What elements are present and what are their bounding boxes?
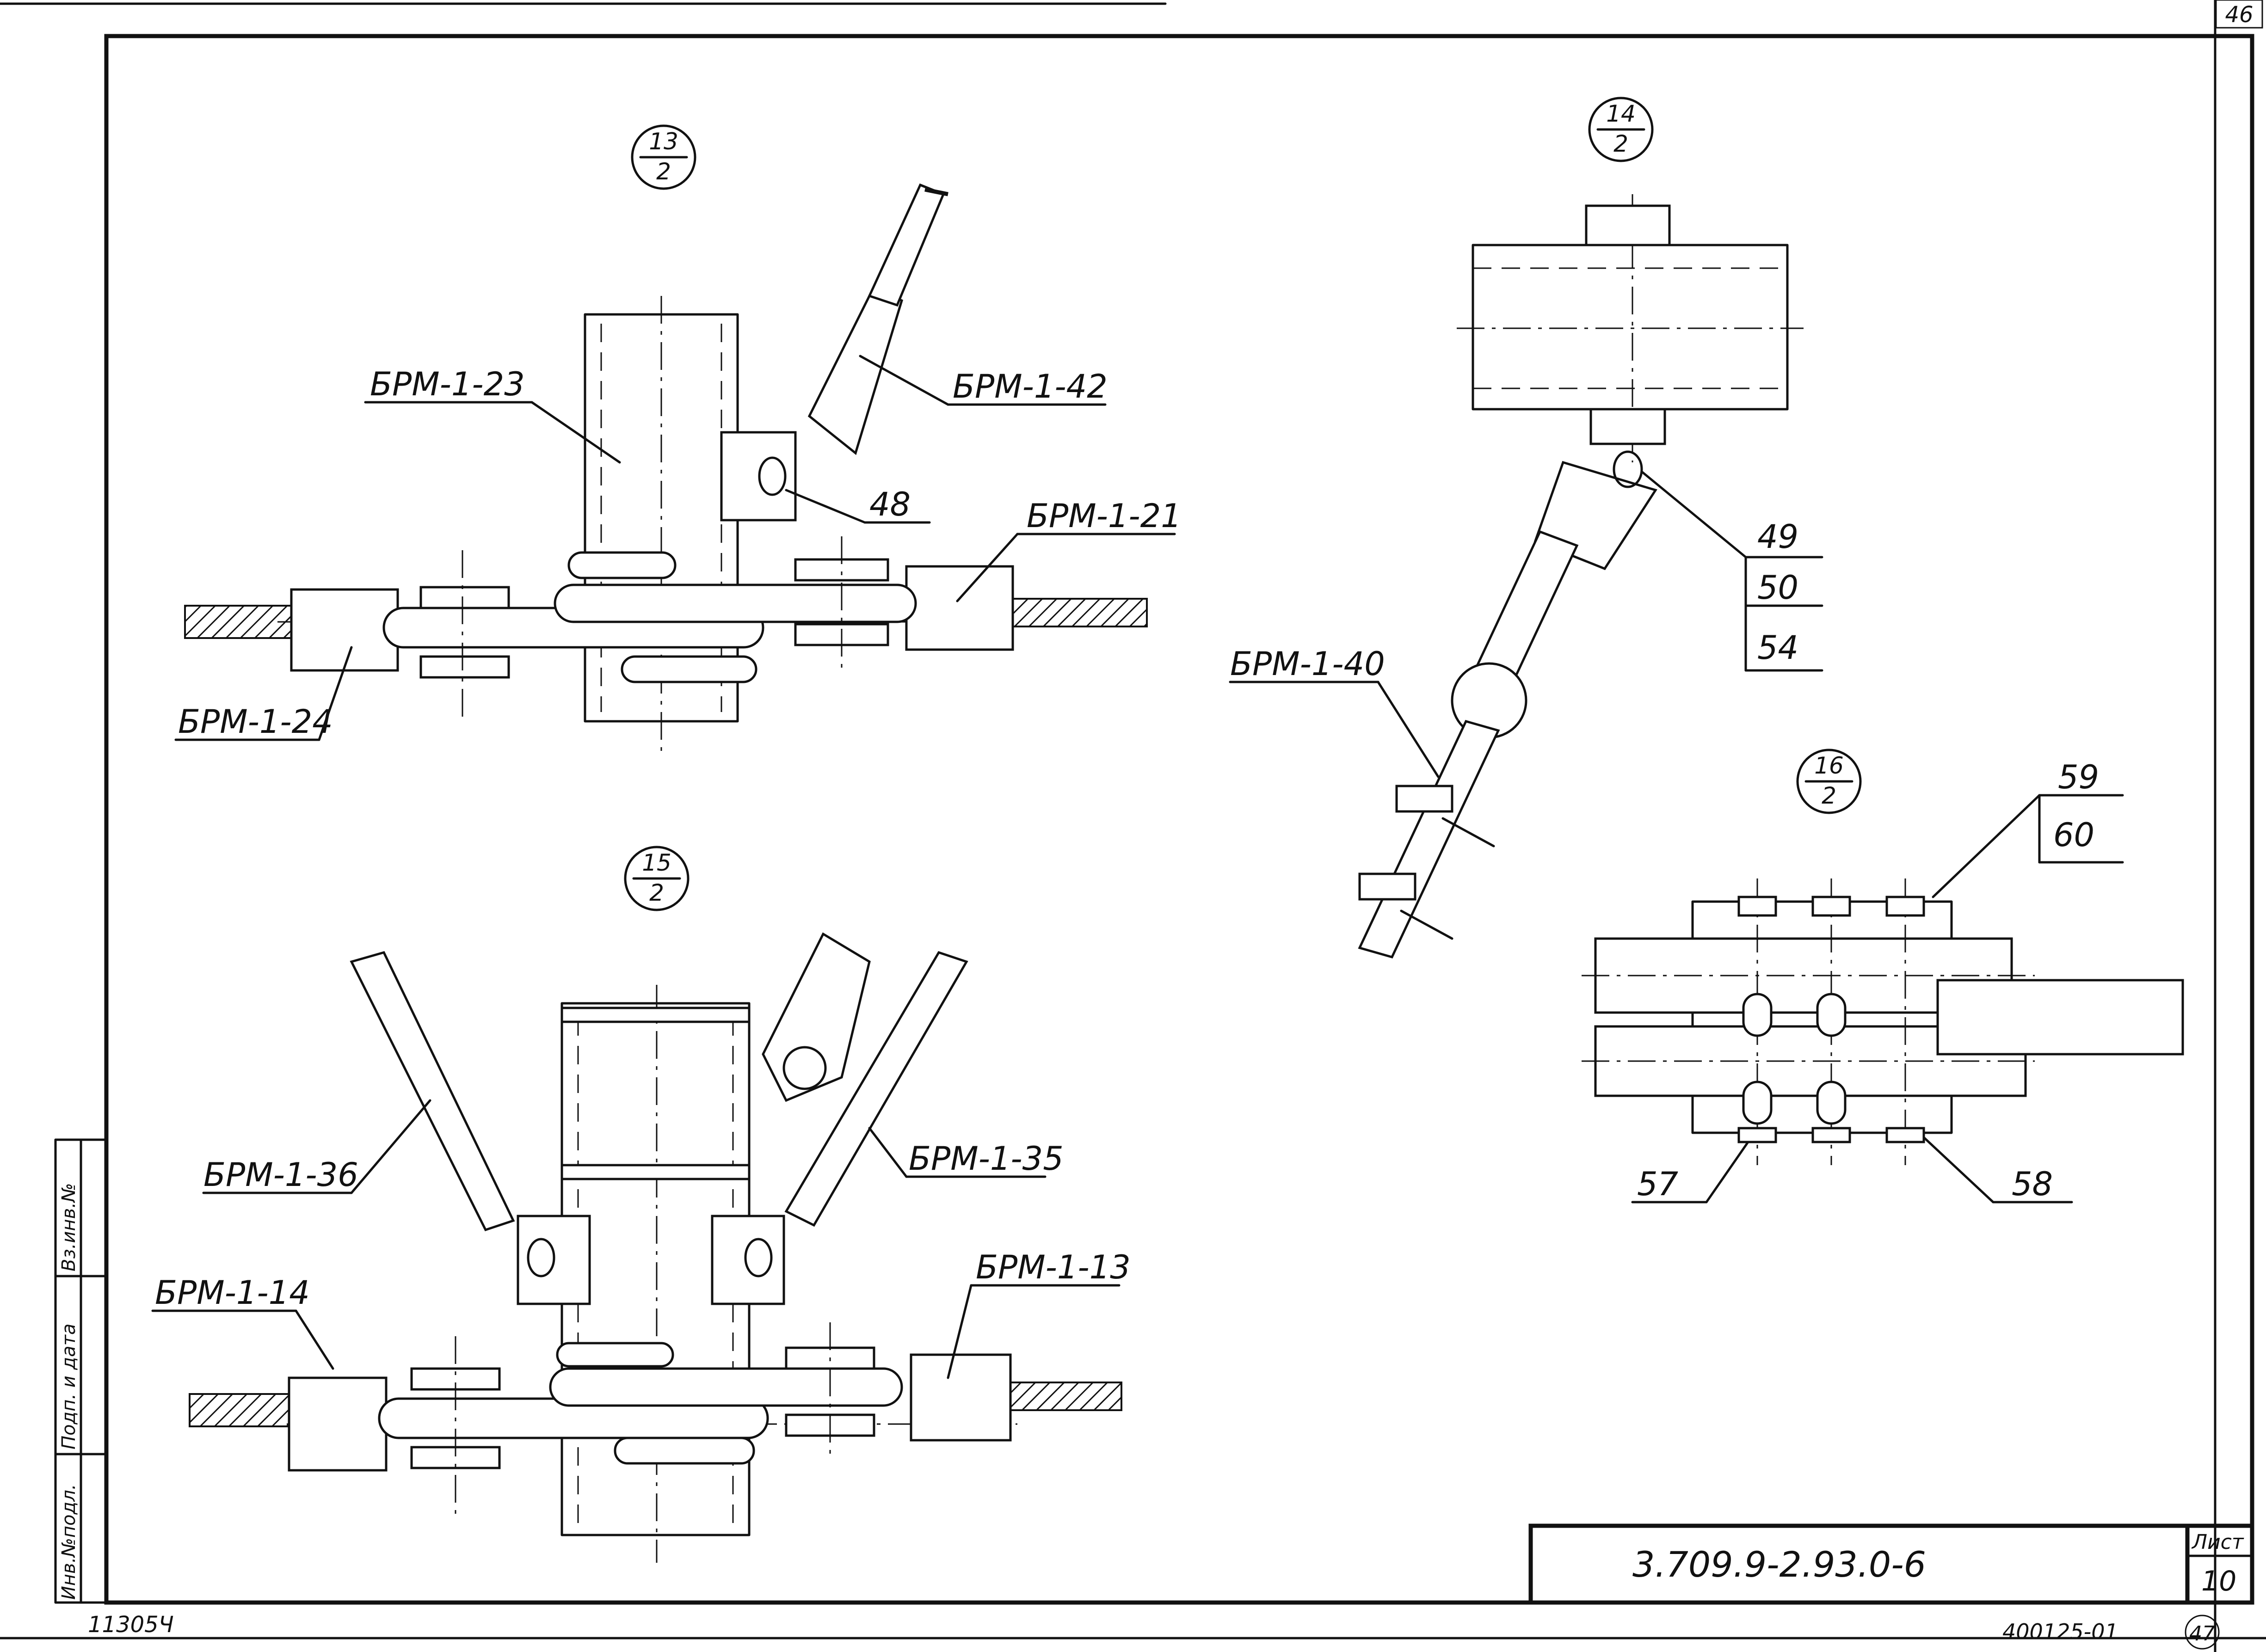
svg-text:БРМ-1-42: БРМ-1-42: [953, 368, 1108, 405]
svg-text:59: 59: [2058, 758, 2099, 796]
sheet-label: Лист: [2191, 1530, 2244, 1554]
svg-text:БРМ-1-24: БРМ-1-24: [178, 703, 333, 741]
sheet-number: 10: [2201, 1565, 2236, 1597]
svg-text:2: 2: [656, 158, 671, 185]
node-14-labels: 49 50 54 БРМ-1-40: [1229, 470, 1823, 778]
svg-text:БРМ-1-40: БРМ-1-40: [1230, 645, 1385, 683]
node-16: 16 2: [1582, 749, 2184, 1165]
svg-text:2: 2: [1822, 782, 1836, 809]
inventory-number: 11305Ч: [88, 1612, 174, 1638]
svg-text:48: 48: [869, 485, 911, 523]
node-15-bubble: 15 2: [624, 846, 690, 911]
stamp-inv-podl: Инв.№подл.: [58, 1484, 80, 1600]
svg-text:58: 58: [2012, 1165, 2053, 1203]
svg-text:60: 60: [2053, 816, 2094, 854]
node-15-labels: БРМ-1-36 БРМ-1-35 БРМ-1-14 БРМ-1-13: [151, 1099, 1131, 1379]
node-13-bubble: 13 2: [631, 124, 696, 190]
svg-text:13: 13: [649, 128, 678, 155]
svg-text:46: 46: [2225, 2, 2253, 28]
node-15: 15 2: [189, 846, 1122, 1563]
node-13-labels: БРМ-1-23 БРМ-1-42 48 БРМ-1-21 БРМ-1-24: [174, 355, 1182, 741]
svg-text:БРМ-1-35: БРМ-1-35: [909, 1140, 1064, 1178]
stamp-podp-data: Подп. и дата: [58, 1324, 80, 1449]
stamp-vz-inv: Вз.инв.№: [58, 1183, 80, 1271]
node-14-bubble: 14 2: [1588, 97, 1654, 162]
side-stamp: Инв.№подл. Подп. и дата Вз.инв.№: [54, 1138, 108, 1604]
corner-number-top: 46: [2215, 0, 2263, 29]
svg-text:БРМ-1-36: БРМ-1-36: [203, 1156, 358, 1194]
svg-text:14: 14: [1606, 100, 1636, 127]
svg-text:2: 2: [1613, 130, 1628, 157]
svg-text:БРМ-1-14: БРМ-1-14: [155, 1274, 310, 1312]
svg-text:БРМ-1-23: БРМ-1-23: [370, 365, 525, 403]
svg-text:16: 16: [1814, 752, 1844, 779]
title-block: 3.709.9-2.93.0-6 Лист 10: [1528, 1523, 2254, 1605]
node-16-bubble: 16 2: [1796, 749, 1862, 814]
svg-text:49: 49: [1757, 518, 1798, 556]
node-16-labels: 59 60 57 58: [1631, 758, 2124, 1204]
svg-text:50: 50: [1757, 569, 1798, 607]
order-number: 400125-01: [2002, 1619, 2118, 1644]
svg-text:2: 2: [649, 879, 664, 906]
svg-text:15: 15: [642, 849, 671, 876]
designation: 3.709.9-2.93.0-6: [1632, 1544, 1926, 1585]
node-13: 13 2: [184, 124, 1148, 758]
svg-text:БРМ-1-13: БРМ-1-13: [976, 1248, 1131, 1286]
svg-text:54: 54: [1757, 629, 1798, 667]
svg-text:БРМ-1-21: БРМ-1-21: [1027, 497, 1182, 535]
node-14: 14 2: [1358, 97, 1804, 958]
corner-number-bottom: 47: [2185, 1615, 2220, 1650]
svg-text:57: 57: [1637, 1165, 1678, 1203]
svg-text:47: 47: [2189, 1622, 2215, 1646]
